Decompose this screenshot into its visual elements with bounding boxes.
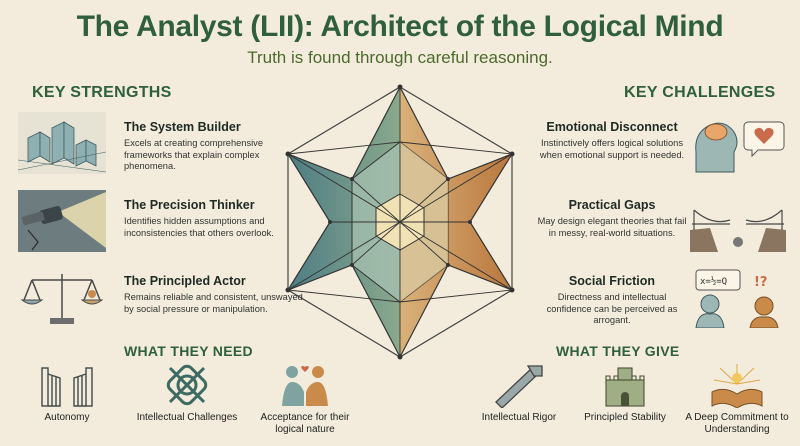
caliper-icon xyxy=(492,362,546,408)
challenge-item-emotional-disconnect: Emotional Disconnect Instinctively offer… xyxy=(537,120,687,161)
need-item-autonomy: Autonomy xyxy=(12,362,122,424)
challenge-title: Social Friction xyxy=(568,274,656,288)
broken-bridge-icon xyxy=(690,190,786,252)
celtic-knot-icon xyxy=(160,362,214,408)
challenge-text: Instinctively offers logical solutions w… xyxy=(539,138,685,160)
svg-text:x=½=Q: x=½=Q xyxy=(700,276,727,287)
strength-title: The Precision Thinker xyxy=(124,198,255,212)
strength-text: Remains reliable and consistent, unswaye… xyxy=(124,292,303,314)
balance-scale-icon xyxy=(18,266,106,328)
need-label: Intellectual Challenges xyxy=(136,412,238,423)
city-blueprint-icon xyxy=(18,112,106,174)
challenges-heading: KEY CHALLENGES xyxy=(624,84,776,101)
strength-title: The Principled Actor xyxy=(124,274,246,288)
give-label: Intellectual Rigor xyxy=(481,412,557,423)
strength-text: Excels at creating comprehensive framewo… xyxy=(124,138,264,171)
need-label: Acceptance for their logical nature xyxy=(260,412,350,435)
strength-text: Identifies hidden assumptions and incons… xyxy=(124,216,274,238)
page-subtitle: Truth is found through careful reasoning… xyxy=(247,48,553,67)
open-gate-icon xyxy=(40,362,94,408)
gives-heading: WHAT THEY GIVE xyxy=(556,343,680,359)
strengths-heading: KEY STRENGTHS xyxy=(32,84,172,101)
need-item-intellectual-challenges: Intellectual Challenges xyxy=(132,362,242,424)
flashlight-icon xyxy=(18,190,106,252)
strength-title: The System Builder xyxy=(124,120,241,134)
strength-item-system-builder: The System Builder Excels at creating co… xyxy=(124,120,304,173)
challenge-title: Practical Gaps xyxy=(568,198,656,212)
strength-item-precision-thinker: The Precision Thinker Identifies hidden … xyxy=(124,198,304,239)
handshake-icon xyxy=(278,362,332,408)
needs-heading: WHAT THEY NEED xyxy=(124,343,253,359)
give-item-stability: Principled Stability xyxy=(570,362,680,424)
castle-icon xyxy=(598,362,652,408)
brain-heart-icon xyxy=(690,112,786,174)
speech-formula-icon: x=½=Q !? xyxy=(690,266,786,328)
challenge-item-practical-gaps: Practical Gaps May design elegant theori… xyxy=(537,198,687,239)
glowing-book-icon xyxy=(710,362,764,408)
svg-text:!?: !? xyxy=(754,275,767,290)
challenge-item-social-friction: Social Friction Directness and intellect… xyxy=(537,274,687,327)
give-label: Principled Stability xyxy=(584,412,666,423)
give-item-understanding: A Deep Commitment to Understanding xyxy=(682,362,792,436)
challenge-title: Emotional Disconnect xyxy=(546,120,678,134)
need-item-acceptance: Acceptance for their logical nature xyxy=(250,362,360,436)
challenge-text: May design elegant theories that fail in… xyxy=(537,216,687,238)
need-label: Autonomy xyxy=(44,412,90,423)
challenge-text: Directness and intellectual confidence c… xyxy=(546,292,678,325)
hexagram-illustration xyxy=(280,82,520,362)
give-item-rigor: Intellectual Rigor xyxy=(464,362,574,424)
give-label: A Deep Commitment to Understanding xyxy=(685,412,789,435)
page-title: The Analyst (LII): Architect of the Logi… xyxy=(76,10,724,43)
strength-item-principled-actor: The Principled Actor Remains reliable an… xyxy=(124,274,304,315)
